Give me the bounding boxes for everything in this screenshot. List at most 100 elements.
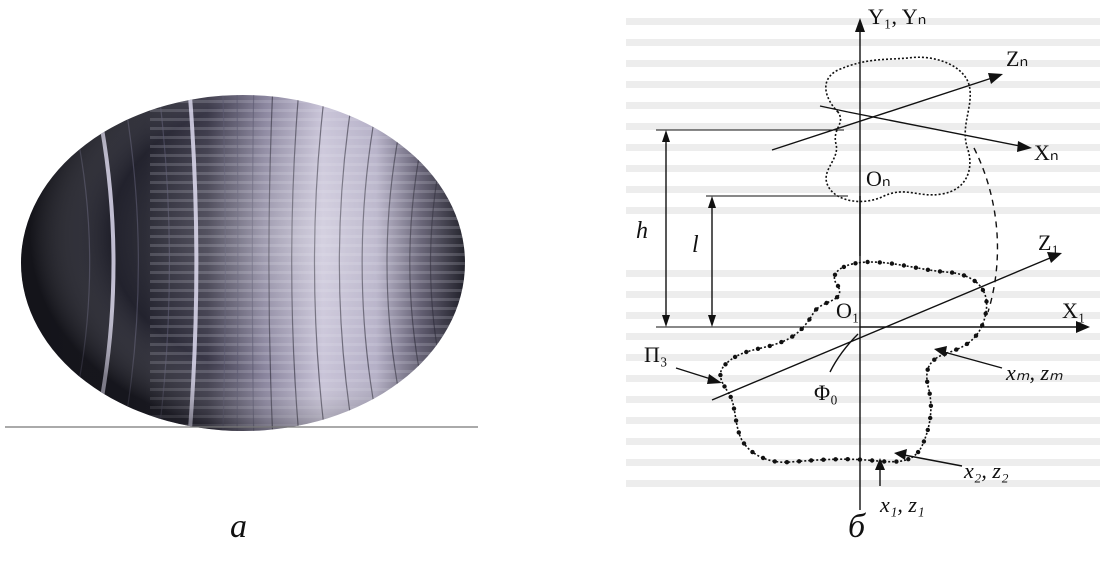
xn-axis-line — [847, 111, 1021, 147]
contour-point — [901, 263, 907, 268]
contour-point — [722, 384, 727, 389]
contour-point — [857, 457, 863, 462]
background-text-line — [626, 39, 1100, 46]
xm-leader-arrow — [934, 346, 947, 357]
x1-leader-arrow — [875, 458, 885, 470]
coordinate-diagram — [656, 18, 1090, 510]
contour-point — [984, 299, 989, 304]
contour-point — [741, 441, 747, 446]
contour-point — [937, 269, 943, 274]
contour-point — [796, 459, 802, 464]
background-text-line — [626, 480, 1100, 487]
pi-leader — [675, 367, 715, 381]
contour-point — [964, 341, 970, 347]
ellipsoid-figure — [5, 95, 478, 431]
background-text-line — [626, 417, 1100, 424]
contour-point — [755, 346, 761, 351]
contour-point — [925, 267, 931, 272]
background-text-lines — [626, 18, 1100, 487]
x1-axis-arrowhead — [1076, 321, 1090, 333]
contour-point — [733, 418, 739, 423]
contour-point — [928, 415, 933, 421]
contour-point — [980, 287, 986, 293]
contour-point — [767, 343, 772, 349]
zn-axis-line — [771, 77, 993, 151]
x2-leader — [903, 454, 963, 467]
background-text-line — [626, 207, 1100, 214]
y-axis-label: Y₁, Yₙ — [868, 4, 926, 29]
zn-axis-label: Zₙ — [1006, 46, 1028, 71]
contour-point — [833, 457, 838, 462]
h-dimension-label: h — [636, 218, 648, 244]
contour-point — [954, 347, 959, 352]
background-text-line — [626, 60, 1100, 67]
contour-point — [928, 403, 934, 408]
background-text-line — [626, 102, 1100, 109]
contour-point — [877, 260, 882, 265]
x2-leader-arrow — [894, 449, 907, 460]
background-text-line — [626, 438, 1100, 445]
xn-axis-arrowhead — [1017, 141, 1032, 152]
z1-axis-arrowhead — [1047, 252, 1062, 263]
h-arrow-bottom — [662, 315, 670, 327]
dashed-curve — [973, 147, 999, 313]
contour-point — [845, 457, 850, 462]
contour-point — [925, 367, 930, 372]
contour-point — [835, 283, 841, 289]
background-text-line — [626, 354, 1100, 361]
contour-point — [760, 455, 766, 461]
contour-point — [932, 357, 937, 362]
contour-point — [853, 261, 858, 266]
contour-point — [973, 333, 979, 338]
contour-point — [882, 459, 887, 464]
contour-point — [821, 457, 826, 462]
contour-point — [894, 459, 899, 464]
o1-origin-label: O₁ — [836, 298, 860, 323]
l-arrow-top — [708, 196, 716, 208]
xm-leader — [943, 351, 1003, 369]
pi-leader-arrow — [707, 374, 722, 384]
contour-point — [841, 264, 847, 270]
contour-point — [779, 339, 784, 345]
contour-point — [906, 457, 911, 462]
phi-angle-label: Φ₀ — [814, 380, 838, 405]
x2-z2-label: x₂, z₂ — [963, 458, 1009, 483]
pi-plane-label: П₃ — [644, 342, 668, 367]
ellipsoid-shading — [21, 95, 465, 431]
contour-point — [921, 439, 927, 444]
contour-point — [799, 326, 804, 332]
xm-zm-label: xₘ, zₘ — [1005, 360, 1063, 385]
caption-b: б — [848, 508, 866, 545]
contour-point — [809, 458, 814, 463]
background-text-line — [626, 291, 1100, 298]
contour-point — [772, 459, 777, 464]
background-text-line — [626, 186, 1100, 193]
lower-contour — [719, 261, 988, 463]
contour-point — [925, 379, 930, 384]
contour-point — [814, 307, 819, 312]
h-arrow-top — [662, 130, 670, 142]
contour-point — [728, 394, 733, 400]
y-axis-arrowhead — [855, 18, 865, 32]
phi-arc — [829, 333, 859, 373]
contour-point — [744, 349, 749, 355]
background-text-line — [626, 18, 1100, 25]
background-text-line — [626, 81, 1100, 88]
xn-axis-label: Xₙ — [1034, 140, 1059, 165]
background-text-line — [626, 165, 1100, 172]
background-text-line — [626, 270, 1100, 277]
contour-point — [784, 460, 790, 465]
contour-point — [983, 311, 988, 316]
contour-point — [925, 427, 930, 433]
lower-contour-points — [718, 259, 989, 465]
contour-point — [736, 430, 741, 435]
background-text-line — [626, 312, 1100, 319]
contour-point — [807, 317, 812, 322]
contour-point — [949, 270, 955, 275]
contour-point — [834, 295, 840, 300]
background-text-line — [626, 144, 1100, 151]
l-arrow-bottom — [708, 315, 716, 327]
x1-axis-label: X₁ — [1062, 298, 1086, 323]
background-text-line — [626, 396, 1100, 403]
contour-point — [718, 372, 723, 378]
